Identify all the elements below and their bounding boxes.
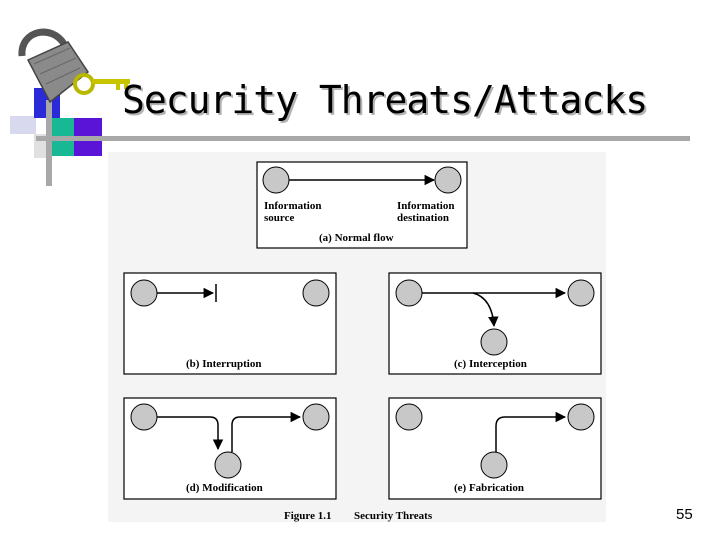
threats-diagram: Information source Information destinati…	[123, 161, 602, 522]
panel-label-fabrication: (e) Fabrication	[454, 482, 524, 494]
slide-title: Security Threats/Attacks	[122, 78, 648, 122]
panel-modification: (d) Modification	[123, 397, 337, 500]
source-node	[130, 279, 158, 307]
key-blade	[92, 79, 130, 84]
panel-label-normal-flow: (a) Normal flow	[319, 232, 394, 244]
source-label-line2: source	[264, 212, 294, 224]
modification-in-arrow	[157, 416, 224, 451]
fabricator-node	[480, 451, 508, 479]
information-source-node	[262, 166, 290, 194]
source-label-line1: Information	[264, 200, 321, 212]
panel-label-interception: (c) Interception	[454, 358, 527, 370]
destination-node	[302, 403, 330, 431]
panel-label-interruption: (b) Interruption	[186, 358, 261, 370]
panel-fabrication: (e) Fabrication	[388, 397, 602, 500]
slide-number: 55	[676, 506, 693, 523]
source-node	[395, 279, 423, 307]
padlock-with-key-icon	[18, 28, 130, 104]
information-destination-node	[434, 166, 462, 194]
interceptor-node	[480, 328, 508, 356]
padlock-shackle	[18, 28, 67, 57]
destination-node	[302, 279, 330, 307]
title-underline-rule	[36, 136, 690, 141]
source-node	[130, 403, 158, 431]
figure-caption-number: Figure 1.1	[284, 510, 331, 522]
key-bow	[73, 73, 95, 95]
destination-node	[567, 403, 595, 431]
fabrication-arrow	[495, 411, 567, 452]
source-node	[395, 403, 423, 431]
deco-square-lavender	[10, 116, 36, 134]
interception-branch-arrow	[472, 292, 499, 328]
destination-label-line2: destination	[397, 212, 449, 224]
modification-out-arrow	[231, 411, 302, 452]
modifier-node	[214, 451, 242, 479]
panel-label-modification: (d) Modification	[186, 482, 263, 494]
panel-normal-flow: Information source Information destinati…	[256, 161, 468, 249]
padlock-body	[26, 41, 90, 104]
security-threats-figure: Information source Information destinati…	[108, 152, 606, 522]
panel-interception: (c) Interception	[388, 272, 602, 375]
panel-frame	[123, 272, 337, 375]
panel-interruption: (b) Interruption	[123, 272, 337, 375]
deco-vertical-bar	[46, 100, 52, 186]
figure-caption-title: Security Threats	[354, 510, 433, 522]
destination-label-line1: Information	[397, 200, 454, 212]
destination-node	[567, 279, 595, 307]
